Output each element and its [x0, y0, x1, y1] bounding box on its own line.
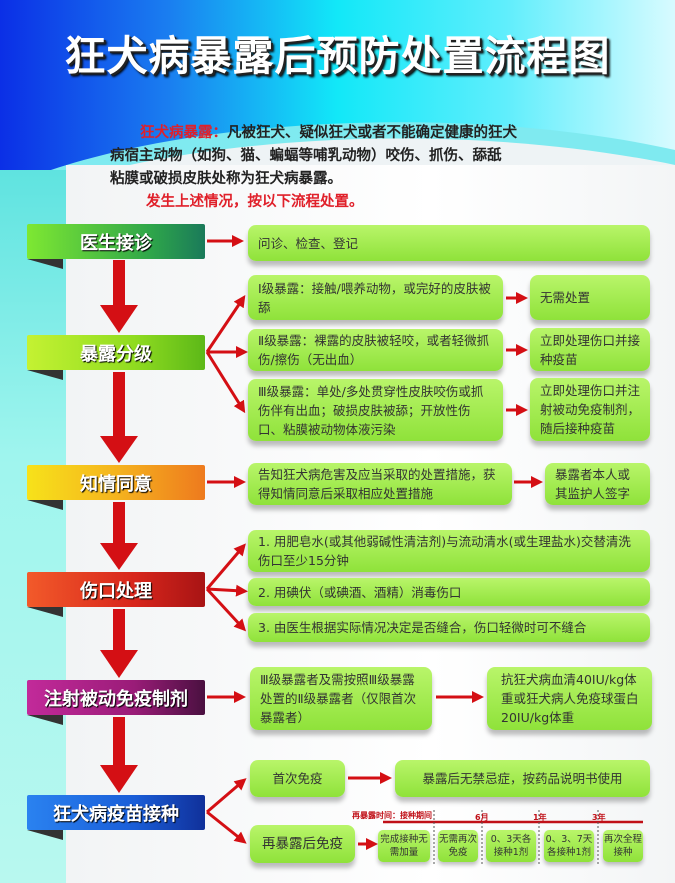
passive-dose-box: 抗狂犬病血清40IU/kg体重或狂犬病人免疫球蛋白20IU/kg体重	[487, 667, 652, 730]
wound-step-1: 1. 用肥皂水(或其他弱碱性清洁剂)与流动清水(或生理盐水)交替清洗伤口至少15…	[248, 530, 650, 572]
intro-line: 凡被狂犬、疑似狂犬或者不能确定健康的狂犬	[227, 125, 517, 141]
step-doctor-reception: 医生接诊	[27, 224, 205, 269]
first-immunization-box: 首次免疫	[250, 760, 345, 797]
step-informed-consent: 知情同意	[27, 465, 205, 510]
side-arrows	[205, 235, 543, 850]
step-exposure-grading: 暴露分级	[27, 335, 205, 380]
timeline-label: 再暴露时间：接种期间	[352, 811, 432, 820]
timeline-mark-3y: 3年	[592, 813, 606, 822]
down-arrows	[100, 260, 138, 793]
timeline-mark-6m: 6月	[475, 813, 489, 822]
intro-term: 狂犬病暴露：	[140, 125, 227, 141]
passive-criteria-box: Ⅲ级暴露者及需按照Ⅲ级暴露处置的Ⅱ级暴露者（仅限首次暴露者）	[250, 667, 432, 730]
grade-2-box: Ⅱ级暴露：裸露的皮肤被轻咬，或者轻微抓伤/擦伤（无出血）	[248, 329, 503, 371]
intro-instruction: 发生上述情况，按以下流程处置。	[146, 194, 364, 210]
re-exposure-box: 再暴露后免疫	[250, 825, 355, 863]
timeline-cell: 再次全程接种	[603, 830, 643, 862]
left-strip	[0, 170, 66, 883]
step-vaccination: 狂犬病疫苗接种	[27, 795, 205, 840]
step-passive-immunization: 注射被动免疫制剂	[27, 680, 205, 725]
timeline-mark-1y: 1年	[533, 813, 547, 822]
timeline-cell: 完成接种无需加量	[378, 830, 430, 862]
grade-2-action: 立即处理伤口并接种疫苗	[530, 328, 650, 371]
intro-text: 狂犬病暴露：凡被狂犬、疑似狂犬或者不能确定健康的狂犬 病宿主动物（如狗、猫、蝙蝠…	[110, 122, 630, 214]
consent-action: 暴露者本人或其监护人签字	[545, 463, 650, 505]
consent-box: 告知狂犬病危害及应当采取的处置措施，获得知情同意后采取相应处置措施	[248, 463, 512, 505]
wound-step-2: 2. 用碘伏（或碘酒、酒精）消毒伤口	[248, 578, 650, 606]
intro-line: 病宿主动物（如狗、猫、蝙蝠等哺乳动物）咬伤、抓伤、舔舐	[110, 148, 502, 164]
intro-line: 粘膜或破损皮肤处称为狂犬病暴露。	[110, 171, 342, 187]
grade-1-action: 无需处置	[530, 275, 650, 320]
timeline-cell: 无需再次免疫	[438, 830, 478, 862]
grade-3-box: Ⅲ级暴露：单处/多处贯穿性皮肤咬伤或抓伤伴有出血；破损皮肤被舔；开放性伤口、粘膜…	[248, 379, 503, 441]
timeline	[383, 810, 643, 864]
page-title: 狂犬病暴露后预防处置流程图	[64, 32, 611, 80]
timeline-cell: 0、3、7天各接种1剂	[544, 830, 594, 862]
wound-step-3: 3. 由医生根据实际情况决定是否缝合，伤口轻微时可不缝合	[248, 613, 650, 642]
step-wound-treatment: 伤口处理	[27, 572, 205, 617]
reception-box: 问诊、检查、登记	[248, 225, 650, 261]
grade-3-action: 立即处理伤口并注射被动免疫制剂，随后接种疫苗	[530, 378, 650, 441]
first-immunization-action: 暴露后无禁忌症，按药品说明书使用	[395, 760, 650, 797]
timeline-cell: 0、3天各接种1剂	[486, 830, 536, 862]
grade-1-box: Ⅰ级暴露：接触/喂养动物，或完好的皮肤被舔	[248, 275, 503, 320]
